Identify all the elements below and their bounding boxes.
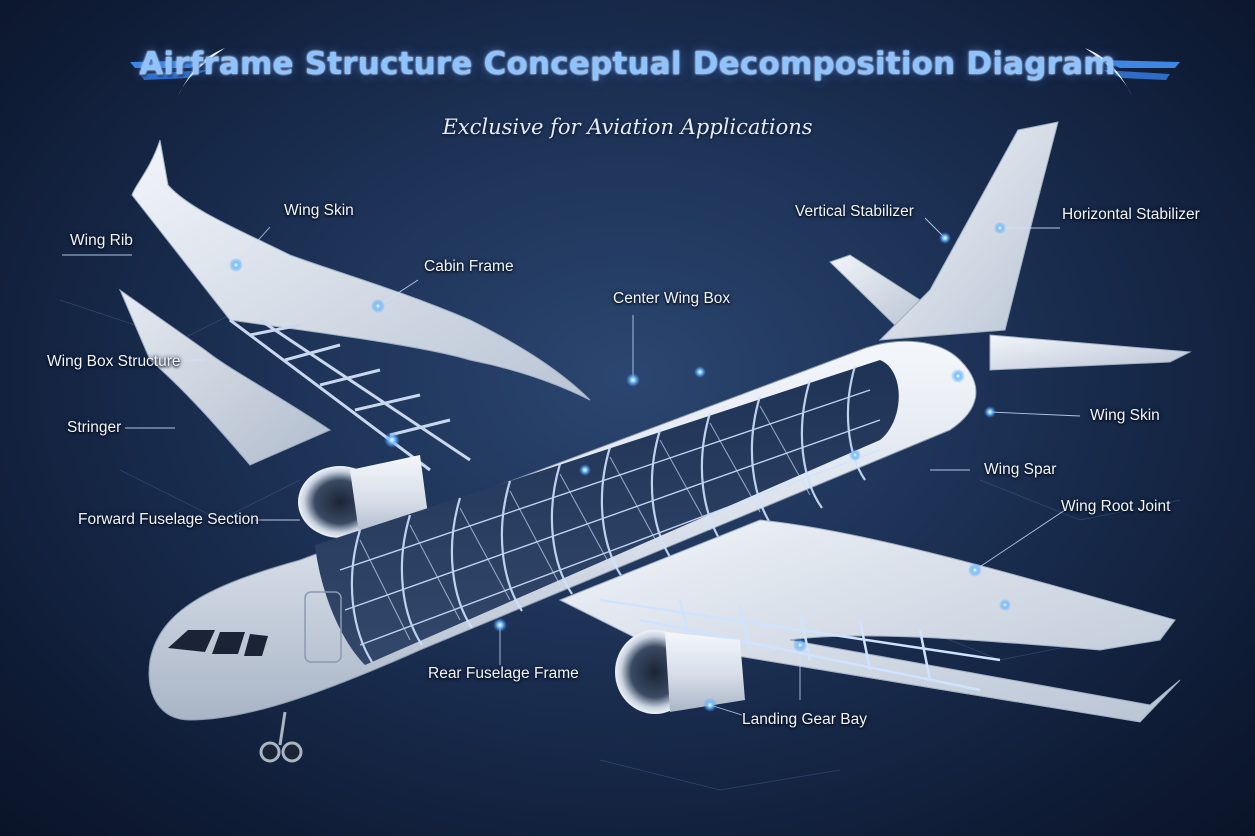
right-engine	[615, 630, 745, 714]
callout-dots	[229, 222, 1011, 712]
horizontal-stabilizer-right	[989, 334, 1192, 371]
callout-leader-lines	[62, 217, 1081, 716]
exploded-wing-box-panel	[118, 288, 332, 466]
label-wing-rib: Wing Rib	[70, 232, 133, 249]
label-horizontal-stabilizer: Horizontal Stabilizer	[1062, 206, 1200, 223]
label-stringer: Stringer	[67, 419, 122, 436]
label-cabin-frame: Cabin Frame	[424, 258, 514, 275]
fuselage-frames	[339, 365, 881, 663]
label-landing-gear-bay: Landing Gear Bay	[742, 711, 867, 728]
vertical-stabilizer-shape	[878, 121, 1059, 341]
label-wing-spar: Wing Spar	[984, 461, 1057, 478]
label-wing-box-structure: Wing Box Structure	[47, 353, 181, 370]
right-wing-skeleton	[599, 598, 1001, 692]
winged-emblem-icon	[1085, 48, 1180, 96]
diagram-subtitle: Exclusive for Aviation Applications	[442, 115, 813, 139]
label-forward-fuselage-section: Forward Fuselage Section	[78, 511, 259, 528]
label-wing-root-joint: Wing Root Joint	[1061, 498, 1171, 515]
label-wing-skin-left: Wing Skin	[284, 202, 354, 219]
right-wing	[558, 519, 1181, 723]
winged-emblem-icon	[130, 48, 225, 96]
cockpit	[168, 591, 342, 663]
diagram-title: Airframe Structure Conceptual Decomposit…	[139, 46, 1116, 82]
label-vertical-stabilizer: Vertical Stabilizer	[795, 203, 914, 220]
label-center-wing-box: Center Wing Box	[613, 290, 731, 307]
label-rear-fuselage-frame: Rear Fuselage Frame	[428, 665, 579, 682]
label-wing-skin-right: Wing Skin	[1090, 407, 1160, 424]
nose-landing-gear	[259, 711, 303, 763]
